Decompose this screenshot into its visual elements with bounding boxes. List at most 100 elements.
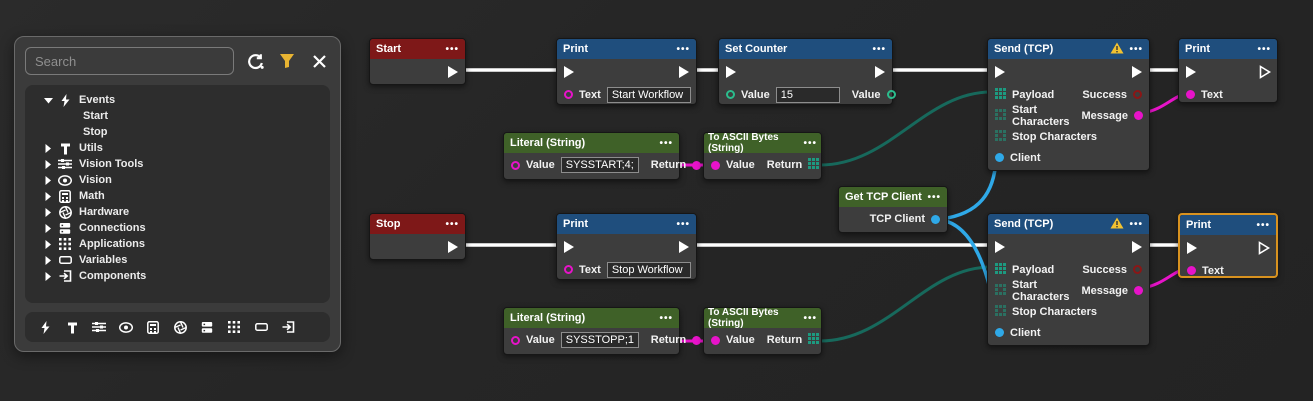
caret-right-icon[interactable] — [41, 223, 55, 233]
tree-item-hardware[interactable]: Hardware — [25, 204, 330, 220]
string-in-port[interactable] — [711, 335, 720, 345]
number-in-port[interactable] — [726, 90, 735, 99]
number-out-port[interactable] — [886, 90, 896, 99]
exec-in-port[interactable] — [993, 240, 1007, 257]
caret-right-icon[interactable] — [41, 175, 55, 185]
node-start[interactable]: Start ••• — [369, 38, 466, 85]
success-out-port[interactable] — [1133, 265, 1142, 274]
node-send-tcp-top[interactable]: Send (TCP) ••• Payload Success Start Cha… — [987, 38, 1150, 171]
tree-item-vision-tools[interactable]: Vision Tools — [25, 156, 330, 172]
node-literal-top[interactable]: Literal (String) ••• Value Return — [503, 132, 702, 180]
filter-icon[interactable] — [276, 50, 298, 72]
string-out-port[interactable] — [1133, 286, 1143, 295]
exec-out-port[interactable] — [873, 65, 887, 82]
node-header[interactable]: Literal (String) ••• — [504, 308, 679, 328]
node-menu-icon[interactable]: ••• — [676, 218, 690, 230]
node-header[interactable]: Print ••• — [557, 39, 696, 59]
exec-out-port[interactable] — [446, 240, 460, 257]
node-menu-icon[interactable]: ••• — [1129, 43, 1143, 55]
byte-array-out-port[interactable] — [808, 158, 820, 172]
node-menu-icon[interactable]: ••• — [659, 312, 673, 324]
node-menu-icon[interactable]: ••• — [872, 43, 886, 55]
wire-bytes-toascii-payload-bottom[interactable] — [819, 265, 992, 343]
tree-item-vision[interactable]: Vision — [25, 172, 330, 188]
node-menu-icon[interactable]: ••• — [927, 191, 941, 203]
node-send-tcp-bottom[interactable]: Send (TCP) ••• Payload Success Start Cha… — [987, 213, 1150, 346]
node-header[interactable]: Send (TCP) ••• — [988, 39, 1149, 59]
counter-value-field[interactable] — [775, 86, 840, 103]
node-print-out-top[interactable]: Print ••• Text — [1178, 38, 1278, 103]
aperture-icon[interactable] — [170, 317, 190, 337]
node-print-bottom[interactable]: Print ••• Text — [556, 213, 697, 280]
variable-icon[interactable] — [251, 317, 271, 337]
exec-in-port[interactable] — [562, 240, 576, 257]
string-in-port[interactable] — [564, 265, 573, 274]
caret-right-icon[interactable] — [41, 239, 55, 249]
caret-right-icon[interactable] — [41, 191, 55, 201]
server-icon[interactable] — [197, 317, 217, 337]
string-out-port[interactable] — [692, 335, 702, 345]
node-header[interactable]: Print ••• — [557, 214, 696, 234]
byte-array-in-port[interactable] — [995, 283, 1006, 298]
node-header[interactable]: Send (TCP) ••• — [988, 214, 1149, 234]
string-in-port[interactable] — [511, 335, 520, 345]
node-header[interactable]: Print ••• — [1180, 215, 1276, 235]
exec-out-port[interactable] — [1130, 240, 1144, 257]
node-header[interactable]: Start ••• — [370, 39, 465, 59]
node-header[interactable]: Get TCP Client ••• — [839, 187, 947, 207]
string-in-port[interactable] — [711, 160, 720, 170]
client-in-port[interactable] — [995, 328, 1004, 337]
string-in-port[interactable] — [511, 160, 520, 170]
node-literal-bottom[interactable]: Literal (String) ••• Value Return — [503, 307, 702, 355]
tree-item-variables[interactable]: Variables — [25, 252, 330, 268]
node-menu-icon[interactable]: ••• — [445, 43, 459, 55]
caret-right-icon[interactable] — [41, 143, 55, 153]
exec-in-port[interactable] — [562, 65, 576, 82]
tree-item-utils[interactable]: Utils — [25, 140, 330, 156]
tree-item-math[interactable]: Math — [25, 188, 330, 204]
literal-value-field[interactable] — [560, 157, 639, 173]
caret-right-icon[interactable] — [41, 207, 55, 217]
node-header[interactable]: Stop ••• — [370, 214, 465, 234]
caret-right-icon[interactable] — [41, 271, 55, 281]
byte-array-in-port[interactable] — [995, 108, 1006, 123]
string-in-port[interactable] — [1187, 266, 1196, 275]
refresh-icon[interactable] — [244, 50, 266, 72]
byte-array-in-port[interactable] — [995, 304, 1006, 319]
node-menu-icon[interactable]: ••• — [659, 137, 673, 149]
node-menu-icon[interactable]: ••• — [803, 137, 817, 149]
exec-in-port[interactable] — [1184, 65, 1198, 82]
string-out-port[interactable] — [1133, 111, 1143, 120]
close-icon[interactable] — [308, 50, 330, 72]
node-header[interactable]: Literal (String) ••• — [504, 133, 679, 153]
text-value-field[interactable] — [606, 86, 691, 103]
node-menu-icon[interactable]: ••• — [445, 218, 459, 230]
node-print-out-bottom[interactable]: Print ••• Text — [1178, 213, 1278, 278]
calculator-icon[interactable] — [143, 317, 163, 337]
client-in-port[interactable] — [995, 153, 1004, 162]
node-menu-icon[interactable]: ••• — [1129, 218, 1143, 230]
exec-out-port[interactable] — [446, 65, 460, 82]
component-import-icon[interactable] — [278, 317, 298, 337]
exec-out-port[interactable] — [1258, 65, 1272, 82]
node-get-tcp-client[interactable]: Get TCP Client ••• TCP Client — [838, 186, 948, 233]
node-header[interactable]: Set Counter ••• — [719, 39, 892, 59]
grid-icon[interactable] — [224, 317, 244, 337]
byte-array-in-port[interactable] — [995, 129, 1006, 144]
client-out-port[interactable] — [931, 214, 940, 224]
search-input[interactable] — [25, 47, 234, 75]
string-out-port[interactable] — [692, 160, 702, 170]
tree-item-events[interactable]: Events — [25, 92, 330, 108]
tree-item-start[interactable]: Start — [25, 108, 330, 124]
node-print-top[interactable]: Print ••• Text — [556, 38, 697, 105]
byte-array-out-port[interactable] — [808, 333, 820, 347]
tree-item-stop[interactable]: Stop — [25, 124, 330, 140]
success-out-port[interactable] — [1133, 90, 1142, 99]
bolt-icon[interactable] — [35, 317, 55, 337]
string-in-port[interactable] — [564, 90, 573, 99]
node-stop[interactable]: Stop ••• — [369, 213, 466, 260]
byte-array-in-port[interactable] — [995, 87, 1006, 102]
node-menu-icon[interactable]: ••• — [1257, 43, 1271, 55]
tree-item-components[interactable]: Components — [25, 268, 330, 284]
exec-in-port[interactable] — [1185, 241, 1199, 258]
